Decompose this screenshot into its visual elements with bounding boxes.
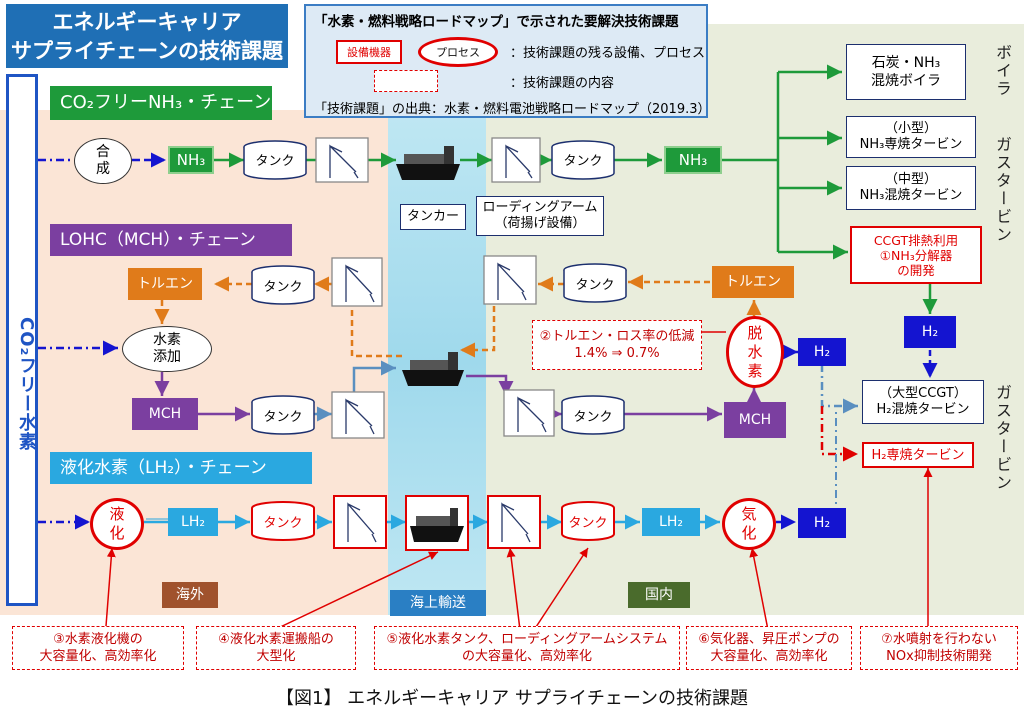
loading-arm-label: ローディングアーム （荷揚げ設備） bbox=[476, 196, 604, 236]
issue-6: ⑥気化器、昇圧ポンプの 大容量化、高効率化 bbox=[686, 626, 852, 670]
h2-node-dehydrogenation: H₂ bbox=[798, 338, 846, 366]
figure-caption: 【図1】 エネルギーキャリア サプライチェーンの技術課題 bbox=[276, 688, 748, 709]
region-label-domestic: 国内 bbox=[628, 582, 690, 608]
toluene-node-domestic: トルエン bbox=[712, 266, 794, 298]
end-use-h2-turbine: H₂専焼タービン bbox=[862, 442, 974, 468]
legend-content-desc: ：技術課題の内容 bbox=[510, 76, 615, 91]
lh2-node-domestic: LH₂ bbox=[642, 508, 700, 536]
issue-3: ③水素液化機の 大容量化、高効率化 bbox=[12, 626, 184, 670]
h2-node-decomposer: H₂ bbox=[904, 316, 956, 348]
region-label-overseas: 海外 bbox=[162, 582, 218, 608]
chain-header-lohc: LOHC（MCH）・チェーン bbox=[50, 224, 292, 256]
mch-node-domestic: MCH bbox=[724, 402, 786, 438]
h2-node-vaporization: H₂ bbox=[798, 508, 846, 538]
mch-node-overseas: MCH bbox=[132, 398, 198, 430]
toluene-node-overseas: トルエン bbox=[128, 268, 202, 300]
tank-label-toluene-domestic: タンク bbox=[575, 278, 615, 293]
legend-equip-desc: ：技術課題の残る設備、プロセス bbox=[510, 46, 706, 61]
tank-label-lh2-overseas: タンク bbox=[263, 516, 303, 531]
end-use-large-ccgt: （大型CCGT） H₂混焼タービン bbox=[862, 380, 984, 424]
tank-label-toluene-overseas: タンク bbox=[263, 280, 303, 295]
category-gas-turbine-2: ガスタービン bbox=[993, 384, 1012, 492]
chain-header-lh2: 液化水素（LH₂）・チェーン bbox=[50, 452, 312, 484]
legend-process: プロセス bbox=[418, 37, 498, 67]
dehydrogenation-node: 脱 水 素 bbox=[726, 316, 784, 388]
nh3-node-overseas: NH₃ bbox=[168, 146, 214, 174]
issue-4: ④液化水素運搬船の 大型化 bbox=[196, 626, 356, 670]
lh2-node-overseas: LH₂ bbox=[168, 508, 218, 536]
tank-label-nh3-domestic: タンク bbox=[563, 154, 603, 169]
end-use-small-turbine: （小型） NH₃専焼タービン bbox=[846, 116, 976, 158]
region-label-sea: 海上輸送 bbox=[390, 590, 486, 616]
tank-label-lh2-domestic: タンク bbox=[568, 516, 608, 531]
tanker-shapes bbox=[396, 146, 469, 551]
nh3-node-domestic: NH₃ bbox=[664, 146, 722, 174]
legend-box: 「水素・燃料戦略ロードマップ」で示された要解決技術課題 設備機器 プロセス ：技… bbox=[304, 4, 711, 118]
toluene-loss-issue: ②トルエン・ロス率の低減 1.4% ⇒ 0.7% bbox=[532, 320, 702, 370]
hydrogen-addition-node: 水素 添加 bbox=[122, 326, 212, 372]
issue-5: ⑤液化水素タンク、ローディングアームシステム の大容量化、高効率化 bbox=[374, 626, 680, 670]
chain-header-nh3: CO₂フリーNH₃・チェーン bbox=[50, 86, 272, 120]
synthesis-node: 合 成 bbox=[74, 138, 132, 184]
legend-source: 「技術課題」の出典：水素・燃料電池戦略ロードマップ（2019.3） bbox=[314, 102, 711, 117]
category-gas-turbine-1: ガスタービン bbox=[993, 136, 1012, 244]
nh3-decomposer-issue: CCGT排熱利用 ①NH₃分解器 の開発 bbox=[850, 226, 982, 284]
issue-7: ⑦水噴射を行わない NOx抑制技術開発 bbox=[860, 626, 1018, 670]
tanker-label: タンカー bbox=[400, 204, 466, 230]
tank-shapes bbox=[243, 140, 627, 541]
vaporization-node: 気 化 bbox=[722, 498, 776, 550]
tank-label-mch-domestic: タンク bbox=[573, 410, 613, 425]
category-boiler: ボイラ bbox=[993, 44, 1012, 98]
loading-arm-shapes bbox=[315, 137, 555, 549]
legend-content-sample bbox=[374, 70, 438, 92]
end-use-mid-turbine: （中型） NH₃混焼タービン bbox=[846, 166, 976, 210]
page-title: エネルギーキャリア サプライチェーンの技術課題 bbox=[6, 4, 288, 68]
liquefaction-node: 液 化 bbox=[90, 498, 144, 550]
tank-label-mch-overseas: タンク bbox=[263, 410, 303, 425]
tank-label-nh3-overseas: タンク bbox=[255, 154, 295, 169]
legend-heading: 「水素・燃料戦略ロードマップ」で示された要解決技術課題 bbox=[314, 14, 679, 30]
legend-equipment: 設備機器 bbox=[336, 40, 402, 64]
end-use-coal-boiler: 石炭・NH₃ 混焼ボイラ bbox=[846, 44, 966, 100]
co2-free-hydrogen-bar: CO₂フリー水素 bbox=[6, 74, 38, 606]
co2-free-hydrogen-label: CO₂フリー水素 bbox=[16, 317, 37, 452]
